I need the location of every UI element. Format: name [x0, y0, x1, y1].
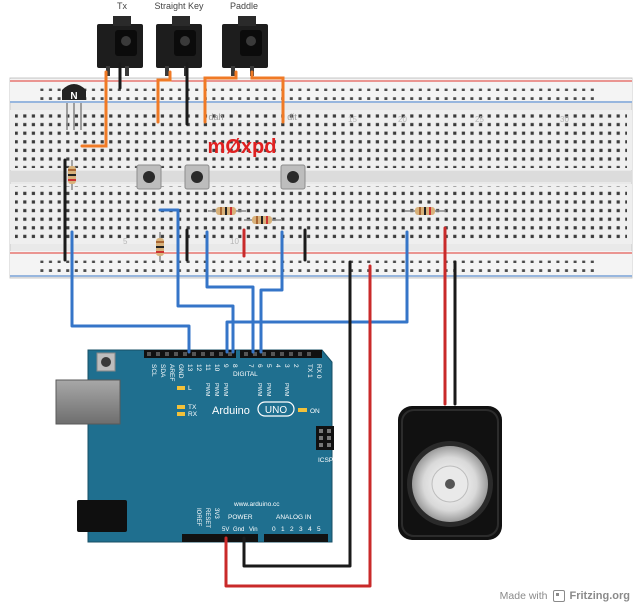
resistor	[68, 160, 76, 190]
jack-label: Tx	[117, 1, 127, 11]
row-number: 30	[560, 115, 569, 124]
led-label: ON	[310, 408, 320, 415]
pushbutton-dah	[184, 164, 210, 190]
arduino-uno: SCL SDA AREF GND 13 12 11 10 9 8 7 6 5 4…	[55, 349, 334, 543]
pushbutton-dit	[280, 164, 306, 190]
pin-label: 1	[281, 526, 285, 533]
pin-label: 11	[204, 364, 211, 371]
pin-label: TX 1	[306, 364, 313, 378]
jack-straight-key: Straight Key	[154, 1, 204, 76]
transistor-mark: N	[70, 91, 77, 102]
dah-label: dah	[208, 112, 223, 122]
fritzing-icon	[552, 590, 565, 602]
pin-label: 6	[256, 364, 263, 368]
uno-badge: UNO	[265, 405, 287, 416]
row-numbers: 5 10 15 20 25 30	[123, 115, 569, 246]
arduino-logo: Arduino	[212, 405, 250, 417]
pin-label: 3V3	[213, 508, 219, 519]
led-l	[177, 386, 185, 390]
fritzing-brand: Fritzing.org	[569, 590, 631, 602]
header-power	[182, 534, 258, 542]
short-wires	[63, 62, 307, 262]
npn-transistor: N	[62, 84, 86, 130]
pin-label: 5	[317, 526, 321, 533]
header-analog	[264, 534, 328, 542]
pin-label: 4	[308, 526, 312, 533]
pwm-label: PWM	[256, 383, 262, 397]
row-number: 15	[348, 115, 357, 124]
pwm-label: PWM	[265, 383, 271, 397]
audio-jacks: Tx Straight Key Paddle	[97, 1, 268, 76]
long-wires	[70, 208, 457, 588]
row-number: 25	[475, 115, 484, 124]
pin-label: SCL	[150, 364, 157, 377]
pwm-label: PWM	[213, 383, 219, 397]
pin-label: 2	[290, 526, 294, 533]
icsp-header	[316, 426, 334, 450]
pin-label: AREF	[168, 364, 175, 381]
pin-label: 5	[265, 364, 272, 368]
jack-paddle: Paddle	[222, 1, 268, 76]
jack-tx: Tx	[97, 1, 143, 76]
jack-label: Straight Key	[154, 1, 204, 11]
resistor	[208, 207, 246, 215]
led-label: RX	[188, 411, 198, 418]
pin-label: 0	[272, 526, 276, 533]
resistor	[405, 207, 446, 215]
breadboard: 5 10 15 20 25 30	[9, 77, 633, 279]
power-pin-labels: IOREF RESET 3V3 5V Gnd Vin	[195, 508, 258, 533]
arduino-url: www.arduino.cc	[233, 501, 280, 508]
pin-label: 5V	[222, 527, 229, 533]
pin-label: 3	[283, 364, 290, 368]
pin-label: 12	[195, 364, 202, 372]
dc-jack	[77, 500, 127, 532]
pin-label: SDA	[159, 364, 166, 378]
power-label: POWER	[228, 514, 253, 521]
pwm-label: PWM	[283, 383, 289, 397]
pin-label: 3	[299, 526, 303, 533]
pin-label: Gnd	[233, 527, 244, 533]
row-number: 10	[230, 237, 239, 246]
header-digital-high	[144, 350, 236, 358]
pushbutton-straight	[136, 164, 162, 190]
speaker	[398, 406, 502, 540]
usb-port	[55, 379, 121, 425]
dit-label: dit	[287, 112, 297, 122]
row-number: 20	[398, 115, 407, 124]
pin-label: 10	[213, 364, 220, 372]
row-number: 5	[123, 237, 128, 246]
led-label: L	[188, 385, 192, 392]
led-rx	[177, 412, 185, 416]
led-tx	[177, 405, 185, 409]
pwm-label: PWM	[222, 383, 228, 397]
pin-label: RESET	[204, 508, 210, 528]
icsp-label: ICSP	[318, 457, 333, 464]
led-on	[298, 408, 307, 412]
top-pin-labels: SCL SDA AREF GND 13 12 11 10 9 8 7 6 5 4…	[150, 364, 322, 381]
digital-label: DIGITAL	[233, 371, 258, 378]
pin-label: 9	[222, 364, 229, 368]
resistor	[244, 216, 282, 224]
analog-in-label: ANALOG IN	[276, 514, 312, 521]
pin-label: RX 0	[315, 364, 322, 379]
analog-pin-labels: 0 1 2 3 4 5	[272, 526, 321, 533]
made-with-label: Made with	[499, 590, 548, 602]
pin-label: 4	[274, 364, 281, 368]
pin-label: GND	[177, 364, 184, 379]
pwm-label: PWM	[204, 383, 210, 397]
jack-label: Paddle	[230, 1, 258, 11]
resistor	[156, 232, 164, 262]
led-label: TX	[188, 404, 197, 411]
pin-label: 7	[247, 364, 254, 368]
pin-label: 13	[186, 364, 193, 372]
call-sign: mØxpd	[208, 136, 277, 158]
pin-label: IOREF	[195, 508, 201, 527]
pin-label: 8	[231, 364, 238, 368]
pin-label: 2	[292, 364, 299, 368]
fritzing-credit: Made with Fritzing.org	[500, 589, 630, 603]
pin-label: Vin	[249, 527, 258, 533]
